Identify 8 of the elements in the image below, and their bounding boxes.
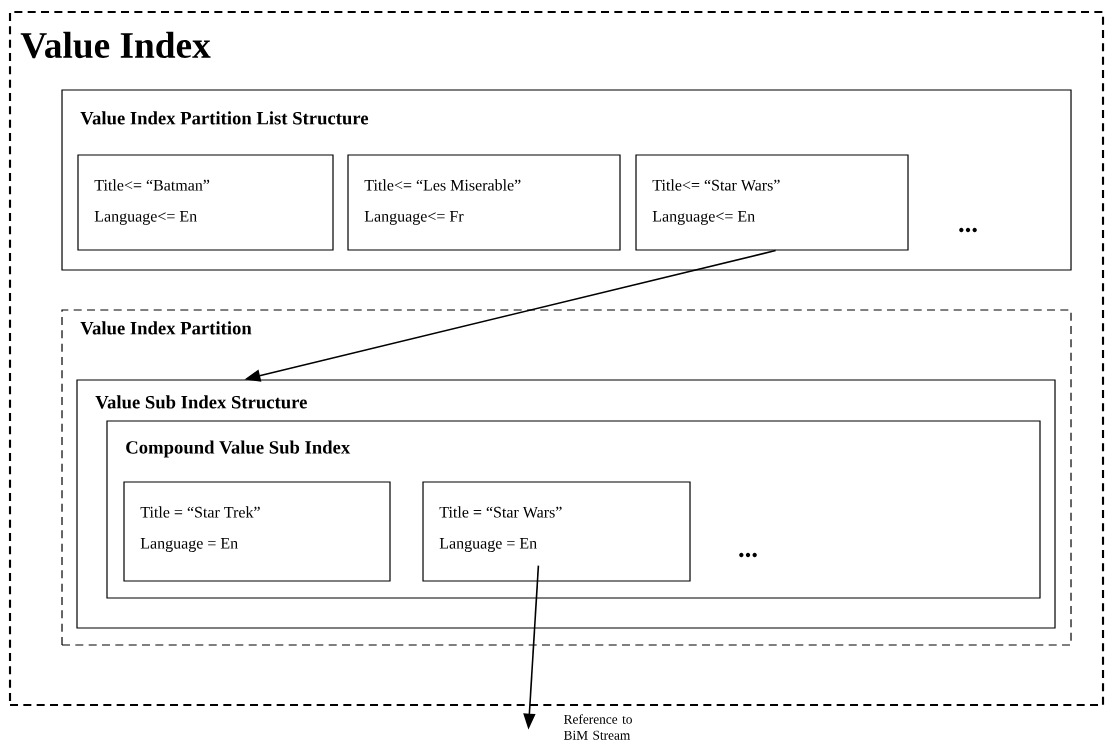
ellipsis: ... xyxy=(739,552,757,558)
entry-box: Title = “Star Wars” Language = En xyxy=(422,481,691,582)
entry-box: Title<= “Les Miserable” Language<= Fr xyxy=(347,154,621,251)
edge-label: Reference to BiM Stream xyxy=(564,714,632,740)
entry-box: Title<= “Star Wars” Language<= En xyxy=(635,154,909,251)
entry-box: Title = “Star Trek” Language = En xyxy=(123,481,391,582)
entry-box: Title<= “Batman” Language<= En xyxy=(77,154,334,251)
ellipsis: ... xyxy=(959,227,977,233)
